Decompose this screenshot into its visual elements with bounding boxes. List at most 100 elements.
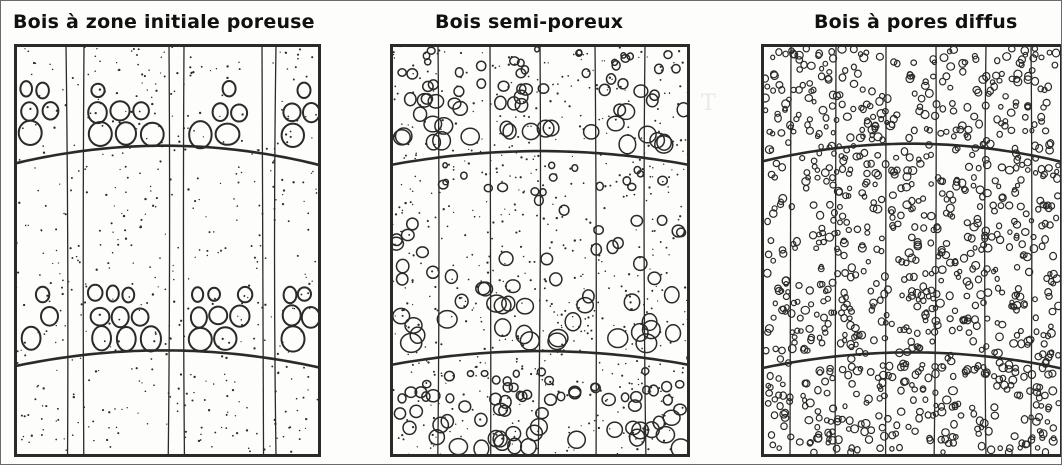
wood-fibre-dot <box>41 434 43 436</box>
vessel-pore <box>591 383 599 391</box>
title-diffuse-porous: Bois à pores diffus <box>814 11 1018 33</box>
vessel-pore <box>999 105 1003 110</box>
wood-fibre-dot <box>115 187 116 188</box>
wood-fibre-dot <box>412 126 414 128</box>
wood-fibre-dot <box>605 400 607 402</box>
wood-ray-line <box>183 44 184 457</box>
vessel-pore <box>459 401 471 412</box>
vessel-pore <box>964 293 970 298</box>
vessel-pore <box>417 94 431 107</box>
wood-fibre-dot <box>581 425 582 426</box>
wood-fibre-dot <box>468 149 469 150</box>
wood-fibre-dot <box>537 155 539 157</box>
wood-fibre-dot <box>608 287 610 289</box>
vessel-pore <box>829 49 835 55</box>
wood-fibre-dot <box>155 206 157 208</box>
wood-fibre-dot <box>283 436 285 438</box>
wood-fibre-dot <box>394 57 395 58</box>
wood-fibre-dot <box>516 358 518 360</box>
wood-fibre-dot <box>288 220 290 222</box>
wood-fibre-dot <box>96 48 97 49</box>
vessel-pore <box>951 373 956 379</box>
wood-fibre-dot <box>419 77 421 79</box>
vessel-pore <box>884 313 889 318</box>
vessel-pore <box>797 315 803 321</box>
wood-fibre-dot <box>34 167 35 168</box>
vessel-pore <box>634 85 648 97</box>
vessel-pore <box>780 250 787 257</box>
vessel-pore <box>499 252 513 266</box>
wood-fibre-dot <box>122 152 124 154</box>
wood-fibre-dot <box>466 256 468 258</box>
vessel-pore <box>88 285 103 301</box>
wood-fibre-dot <box>254 181 255 182</box>
vessel-pore <box>133 102 149 119</box>
wood-fibre-dot <box>586 53 588 55</box>
wood-fibre-dot <box>236 219 238 221</box>
wood-fibre-dot <box>108 427 110 429</box>
wood-fibre-dot <box>21 439 23 441</box>
vessel-pore <box>1045 420 1049 424</box>
wood-fibre-dot <box>656 286 657 287</box>
wood-fibre-dot <box>651 307 653 309</box>
wood-fibre-dot <box>433 90 435 92</box>
wood-fibre-dot <box>297 410 299 412</box>
wood-fibre-dot <box>257 149 258 150</box>
wood-fibre-dot <box>312 171 314 173</box>
vessel-pore <box>284 287 297 303</box>
wood-fibre-dot <box>561 76 563 78</box>
wood-fibre-dot <box>452 150 454 152</box>
wood-fibre-dot <box>682 407 684 409</box>
wood-fibre-dot <box>239 68 241 70</box>
wood-fibre-dot <box>428 226 430 228</box>
wood-fibre-dot <box>102 154 103 155</box>
wood-fibre-dot <box>462 420 464 422</box>
vessel-pore <box>770 442 776 448</box>
wood-fibre-dot <box>241 140 243 142</box>
wood-fibre-dot <box>542 330 543 331</box>
vessel-pore <box>778 130 785 136</box>
wood-fibre-dot <box>200 434 202 436</box>
wood-fibre-dot <box>74 145 76 147</box>
wood-fibre-dot <box>256 433 258 435</box>
wood-fibre-dot <box>165 353 167 355</box>
vessel-pore <box>796 57 803 63</box>
wood-fibre-dot <box>517 136 519 138</box>
vessel-pore <box>871 337 878 344</box>
vessel-pore <box>764 269 771 277</box>
vessel-pore <box>1036 145 1043 153</box>
wood-fibre-dot <box>257 324 259 326</box>
wood-fibre-dot <box>430 405 431 406</box>
growth-ring-boundary <box>761 352 1061 368</box>
wood-fibre-dot <box>251 153 253 155</box>
vessel-pore <box>817 211 824 219</box>
vessel-pore <box>839 74 846 81</box>
wood-fibre-dot <box>282 203 284 205</box>
wood-fibre-dot <box>254 257 256 259</box>
vessel-pore <box>541 253 553 265</box>
wood-ray-line <box>275 44 277 457</box>
wood-fibre-dot <box>549 381 551 383</box>
vessel-pore <box>676 381 684 388</box>
wood-fibre-dot <box>24 415 26 417</box>
vessel-pore <box>814 246 819 250</box>
vessel-pore <box>916 199 921 204</box>
wood-fibre-dot <box>307 292 309 294</box>
wood-fibre-dot <box>73 393 75 395</box>
vessel-pore <box>773 160 779 166</box>
wood-fibre-dot <box>639 159 641 161</box>
wood-fibre-dot <box>146 138 147 139</box>
vessel-pore <box>891 59 897 65</box>
vessel-pore <box>870 299 877 306</box>
wood-fibre-dot <box>99 60 101 62</box>
wood-fibre-dot <box>567 75 569 77</box>
wood-fibre-dot <box>572 316 573 317</box>
wood-fibre-dot <box>282 194 283 195</box>
wood-fibre-dot <box>205 216 206 217</box>
wood-fibre-dot <box>636 448 638 450</box>
wood-fibre-dot <box>186 393 188 395</box>
vessel-pore <box>91 308 110 326</box>
wood-fibre-dot <box>272 62 273 63</box>
vessel-pore <box>446 394 454 403</box>
wood-fibre-dot <box>17 272 19 274</box>
